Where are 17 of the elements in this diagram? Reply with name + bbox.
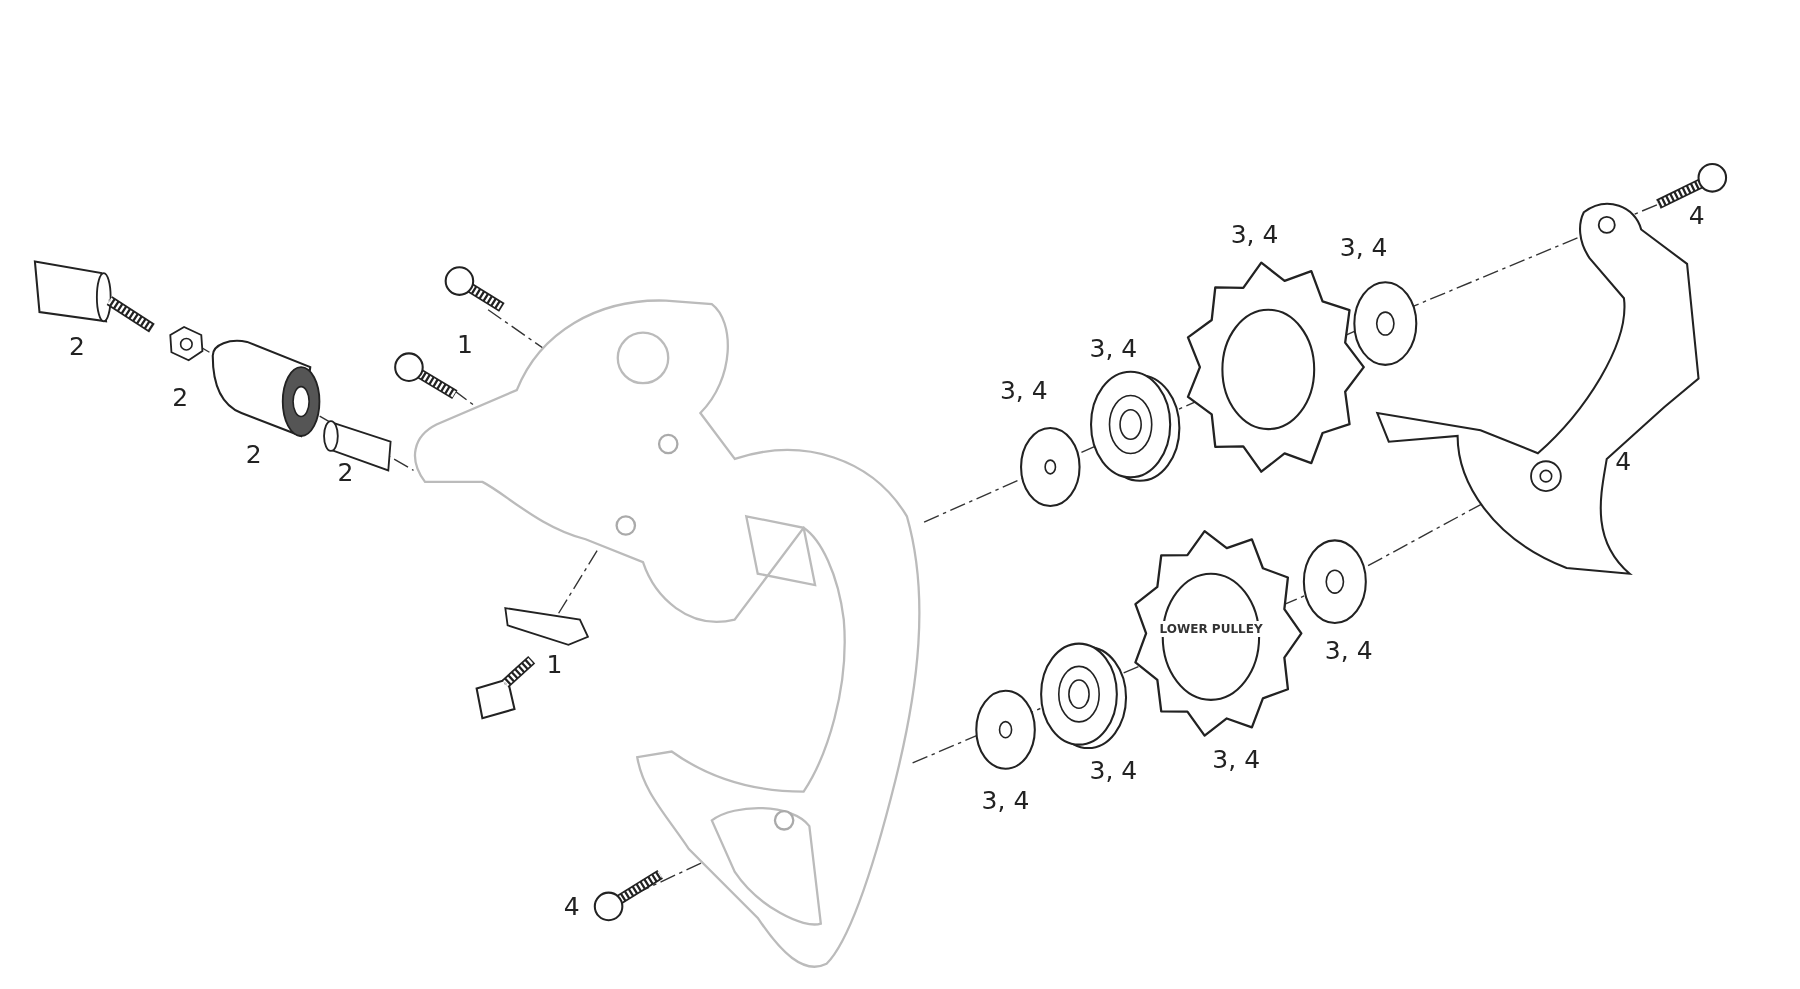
callout-number: 2: [68, 334, 85, 360]
callout-number: 3, 4: [1230, 221, 1279, 247]
callout-number: 1: [546, 652, 563, 678]
callout-number: 3, 4: [999, 377, 1048, 403]
callout-number: 3, 4: [1212, 747, 1261, 773]
callout-number: 4: [1615, 448, 1632, 474]
callout-number: 3, 4: [1339, 235, 1388, 261]
callout-number: 4: [563, 894, 580, 920]
callout-number: 2: [245, 442, 262, 468]
callout-number: 3, 4: [1324, 638, 1373, 664]
callout-number: 3, 4: [981, 787, 1030, 813]
callout-number: 2: [337, 460, 354, 486]
callout-number: 3, 4: [1089, 757, 1138, 783]
callout-number: 4: [1688, 203, 1705, 229]
callout-number: 3, 4: [1089, 336, 1138, 362]
callout-number: 1: [456, 331, 473, 357]
callout-number: 2: [172, 384, 189, 410]
